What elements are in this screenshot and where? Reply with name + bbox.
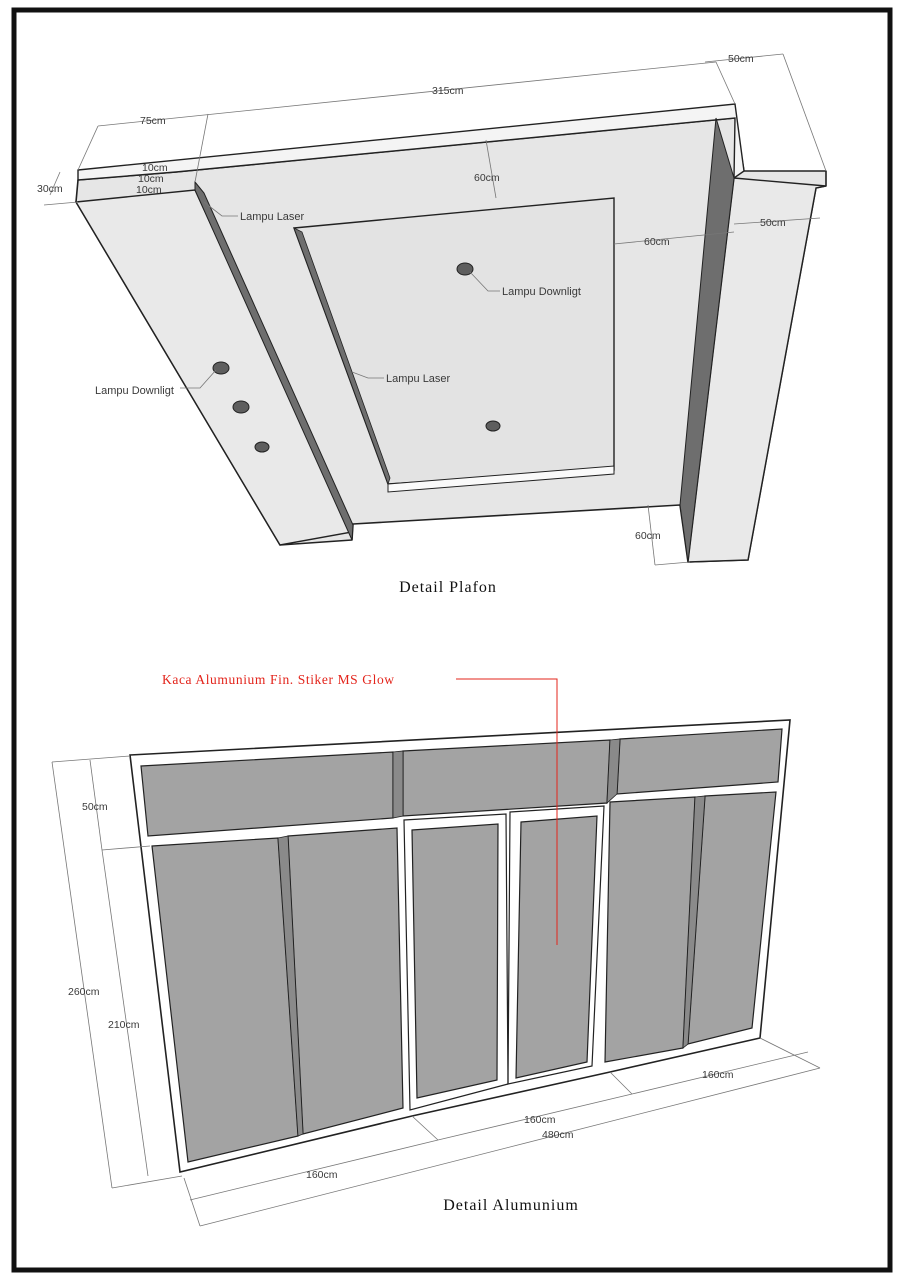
dim-10cm-b: 10cm (138, 173, 164, 185)
dim-50cm-right: 50cm (760, 217, 786, 229)
glass-note: Kaca Alumunium Fin. Stiker MS Glow (162, 672, 395, 687)
label-lampu-downlight-center: Lampu Downligt (502, 286, 581, 298)
dim-315cm: 315cm (432, 85, 464, 97)
downlight-left-1 (212, 361, 230, 375)
plafon-top-edge (77, 103, 745, 181)
dim-30cm: 30cm (37, 183, 63, 195)
dim-10cm-a: 10cm (142, 162, 168, 174)
dim-alu-160cm-mid: 160cm (524, 1114, 556, 1126)
dim-alu-160cm-left: 160cm (306, 1169, 338, 1181)
alumunium-drawing: Kaca Alumunium Fin. Stiker MS Glow 50cm … (51, 672, 821, 1227)
alu-left-glass-2 (287, 827, 404, 1135)
dim-10cm-c: 10cm (136, 184, 162, 196)
label-lampu-laser-center: Lampu Laser (386, 373, 451, 385)
glass-note-leader (456, 678, 558, 945)
dim-60cm-bottom: 60cm (635, 530, 661, 542)
alu-door-glass-2 (515, 815, 598, 1079)
title-detail-alumunium: Detail Alumunium (443, 1197, 579, 1214)
plafon-center-laser-slot (293, 227, 391, 486)
label-lampu-laser-left: Lampu Laser (240, 211, 305, 223)
dim-alu-260cm: 260cm (68, 986, 100, 998)
dim-60cm-right: 60cm (644, 236, 670, 248)
downlight-center-1 (456, 262, 474, 276)
dim-50cm-top: 50cm (728, 53, 754, 65)
label-lampu-downlight-left: Lampu Downligt (95, 385, 174, 397)
downlight-left-2 (232, 400, 250, 414)
dim-alu-210cm: 210cm (108, 1019, 140, 1031)
dim-60cm-top: 60cm (474, 172, 500, 184)
plafon-drawing: 315cm 75cm 50cm 30cm 10cm 10cm 10cm 60cm… (37, 53, 827, 596)
plafon-center-bottom-edge (387, 465, 615, 493)
alu-right-glass-1 (604, 796, 696, 1063)
dim-alu-50cm: 50cm (82, 801, 108, 813)
dim-alu-480cm: 480cm (542, 1129, 574, 1141)
dim-alu-160cm-right: 160cm (702, 1069, 734, 1081)
dim-75cm: 75cm (140, 115, 166, 127)
alu-transom-glass-2 (402, 739, 611, 817)
title-detail-plafon: Detail Plafon (399, 579, 497, 596)
plafon-left-laser-slot (194, 180, 354, 541)
alu-door-glass-1 (411, 823, 499, 1099)
downlight-center-2 (485, 420, 501, 432)
downlight-left-3 (254, 441, 270, 453)
